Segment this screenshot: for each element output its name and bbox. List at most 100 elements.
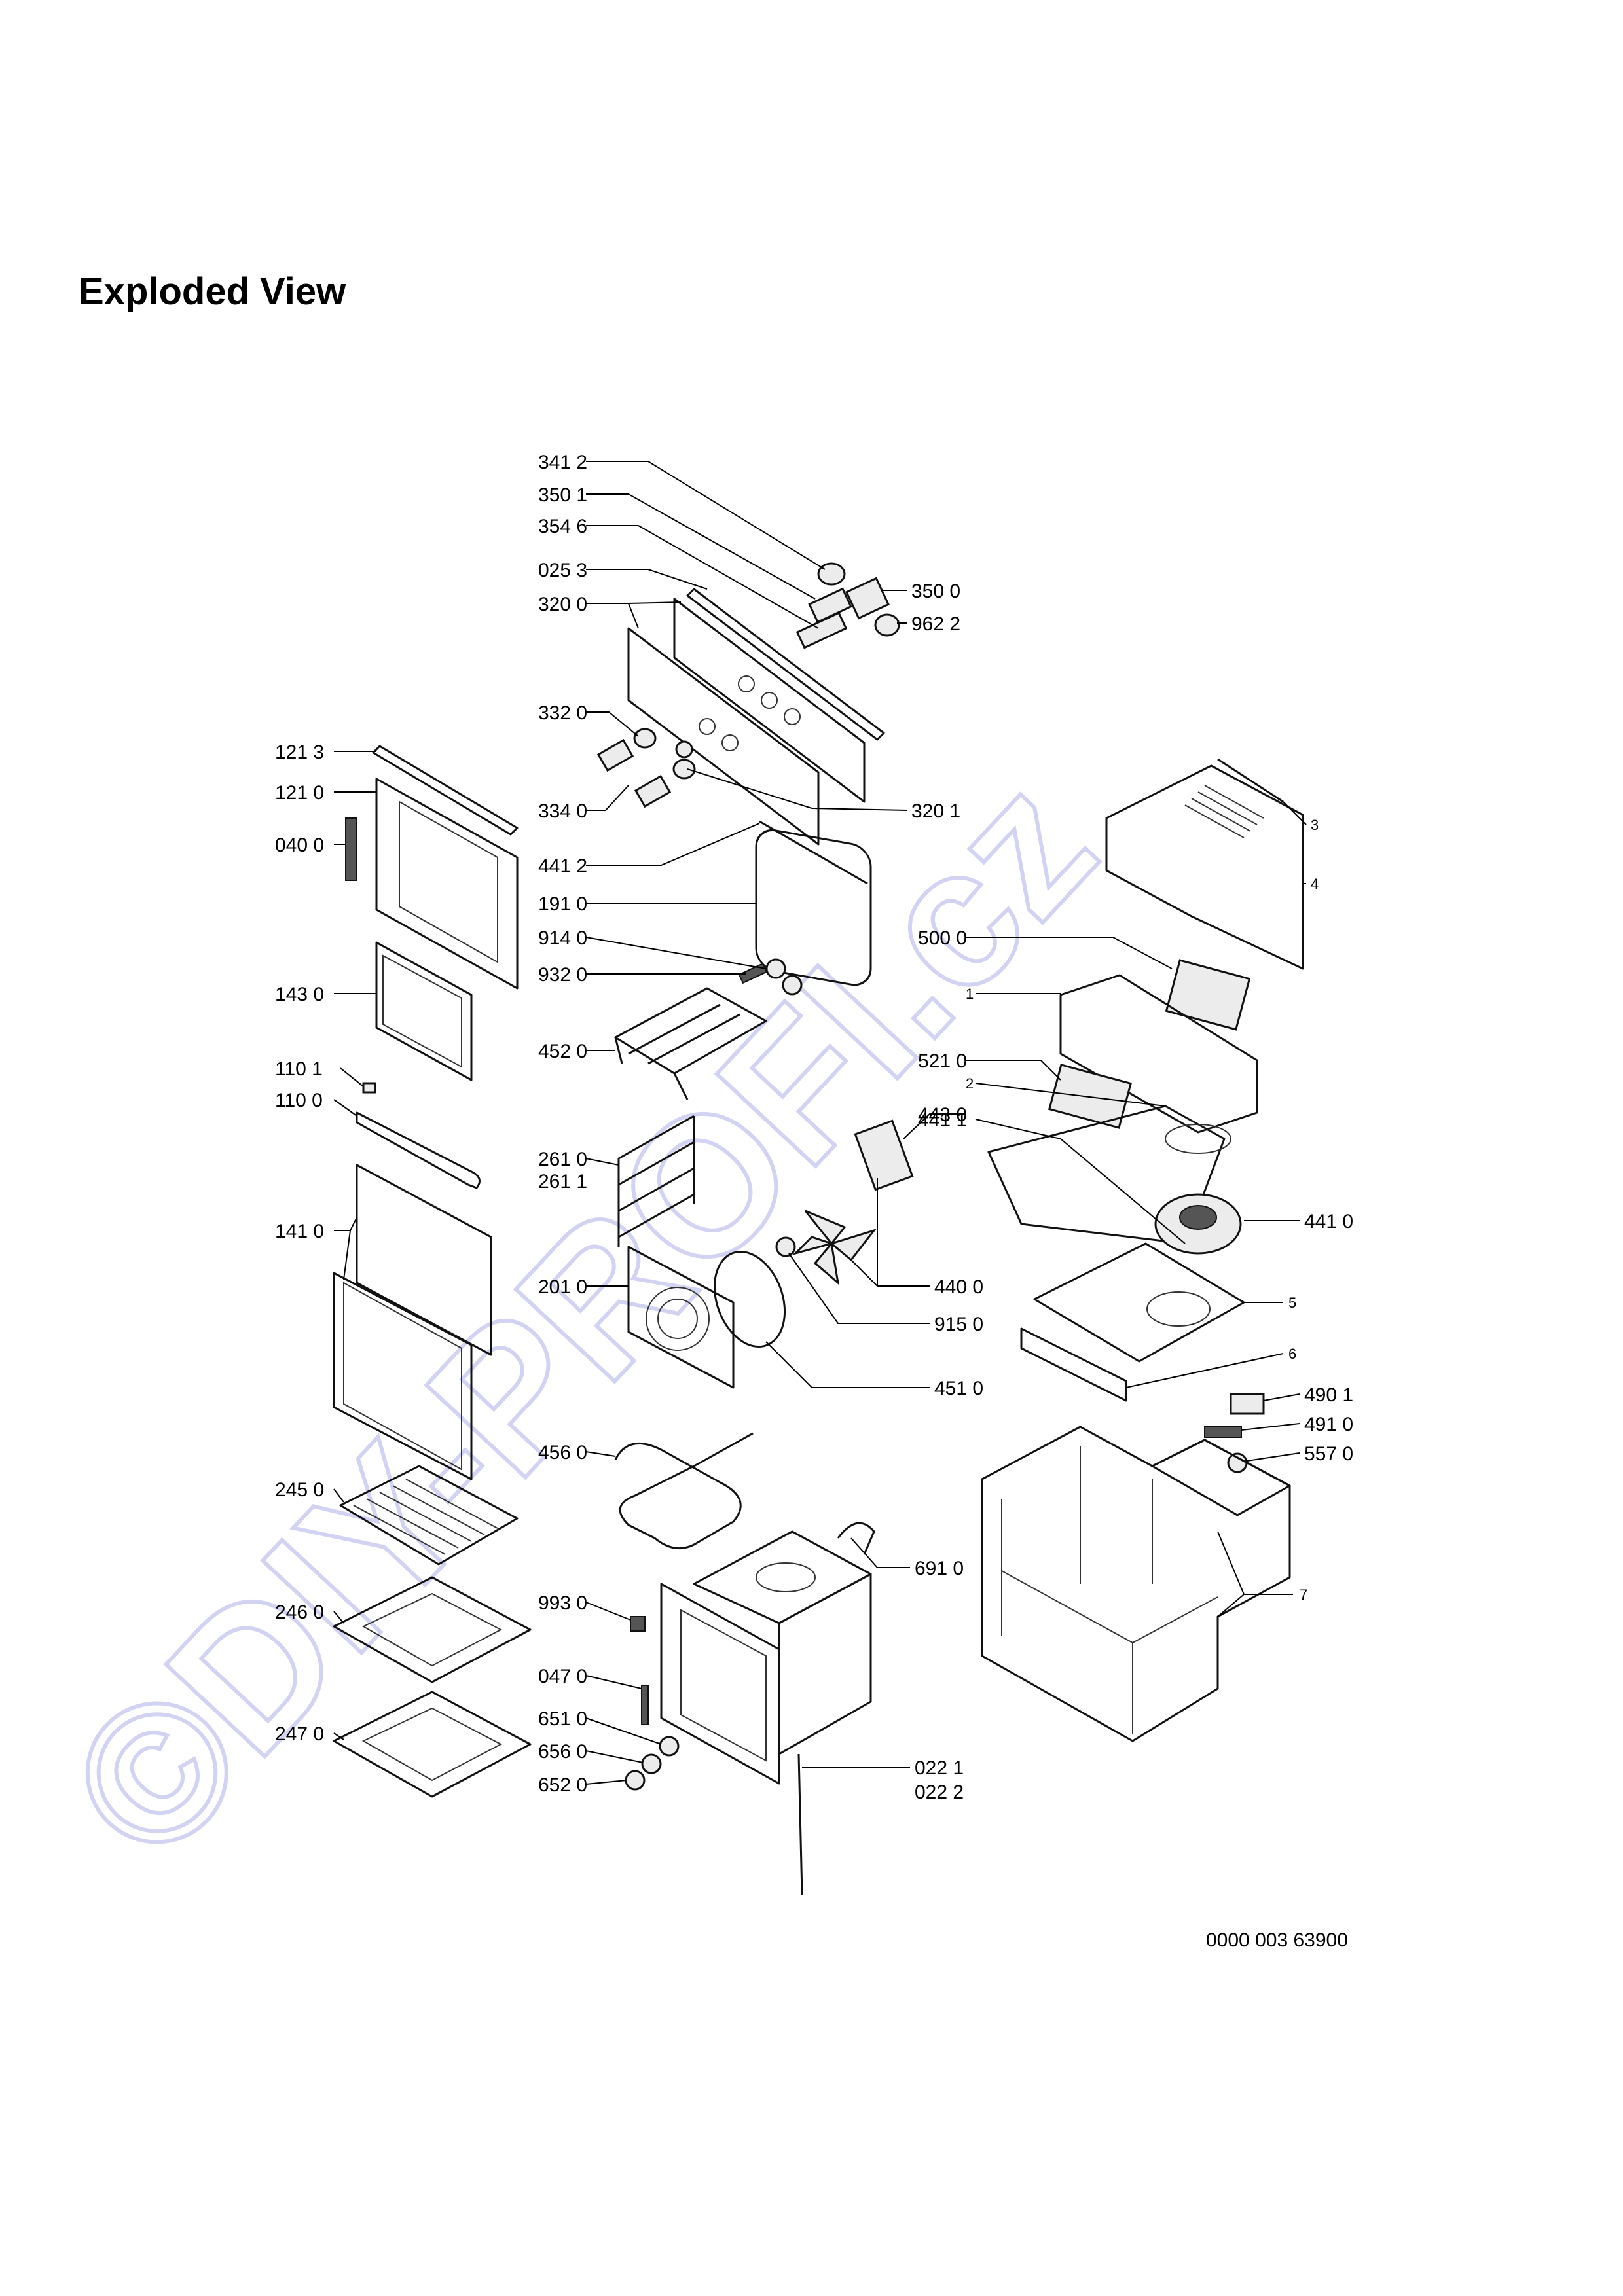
part-141-0-glass <box>356 1164 492 1356</box>
part-040-0 <box>345 817 357 881</box>
part-247-0-inner <box>361 1707 503 1782</box>
leader-047-0 <box>585 1675 642 1689</box>
leader-456-0 <box>585 1451 616 1457</box>
label-456-0: 456 0 <box>538 1442 587 1463</box>
label-443-0: 443 0 <box>918 1104 967 1126</box>
part-334-0 <box>634 774 672 808</box>
label-452-0: 452 0 <box>538 1041 587 1062</box>
leader-441-2 <box>586 823 760 866</box>
label-652-0: 652 0 <box>538 1774 587 1796</box>
leader-246-0 <box>333 1611 344 1624</box>
door-group <box>333 745 519 1480</box>
label-500-0: 500 0 <box>918 927 967 949</box>
part-500-0 <box>1165 959 1251 1031</box>
leader-652-0 <box>585 1780 627 1785</box>
page-title: Exploded View <box>79 270 346 313</box>
document-number: 0000 003 63900 <box>1206 1929 1348 1951</box>
label-121-0: 121 0 <box>275 782 324 804</box>
label-3: 3 <box>1311 817 1319 833</box>
part-452-0 <box>614 987 767 1100</box>
rack-wires <box>353 1479 498 1555</box>
part-143-0 <box>375 941 473 1081</box>
label-557-0: 557 0 <box>1304 1443 1353 1465</box>
label-441-1: 441 1 <box>918 1109 967 1131</box>
part-2-fan-hole <box>1165 1124 1231 1154</box>
part-441-0-core <box>1179 1205 1217 1230</box>
leader-332-0 <box>586 711 639 737</box>
part-332-0-ring <box>633 728 657 749</box>
part-025-3 <box>686 588 885 741</box>
leader-341-2 <box>586 461 826 570</box>
label-354-6: 354 6 <box>538 516 587 537</box>
part-047-0 <box>641 1685 649 1725</box>
label-5: 5 <box>1288 1295 1296 1311</box>
part-110-1 <box>362 1082 376 1094</box>
label-441-0: 441 0 <box>1304 1211 1353 1232</box>
panel-hole <box>761 692 778 709</box>
part-652-0 <box>625 1770 646 1791</box>
label-247-0: 247 0 <box>275 1723 324 1745</box>
part-3 <box>1105 764 1304 970</box>
label-121-3: 121 3 <box>275 742 324 763</box>
leader-025-3 <box>586 569 708 590</box>
part-201-0-fan-grille-inner <box>657 1299 698 1339</box>
part-456-0 <box>614 1432 754 1550</box>
label-245-0: 245 0 <box>275 1479 324 1501</box>
leader-141-0 <box>334 1217 357 1280</box>
leader-490-1 <box>1263 1393 1300 1401</box>
part-354-6 <box>795 611 848 649</box>
leader-7 <box>1217 1531 1293 1617</box>
cavity-group <box>625 1522 875 1895</box>
part-246-0-inner <box>361 1592 503 1667</box>
label-962-2: 962 2 <box>911 613 960 635</box>
leader-441-1 <box>975 1119 1186 1244</box>
part-261-0 <box>617 1115 695 1247</box>
center-group <box>614 820 914 1550</box>
label-491-0: 491 0 <box>1304 1414 1353 1435</box>
label-490-1: 490 1 <box>1304 1384 1353 1406</box>
label-691-0: 691 0 <box>915 1558 964 1579</box>
leader-6 <box>1125 1353 1284 1388</box>
leader-lines <box>333 461 1300 1785</box>
label-332-0: 332 0 <box>538 702 587 724</box>
leader-521-0 <box>966 1060 1061 1081</box>
panel-hole <box>784 708 801 725</box>
part-3-vents <box>1184 785 1264 838</box>
part-5 <box>1033 1242 1245 1363</box>
panel-hole <box>721 734 739 751</box>
label-6: 6 <box>1288 1346 1296 1362</box>
label-651-0: 651 0 <box>538 1708 587 1730</box>
label-2: 2 <box>966 1075 974 1092</box>
part-962-2 <box>874 613 900 637</box>
label-993-0: 993 0 <box>538 1592 587 1614</box>
label-914-0: 914 0 <box>538 927 587 949</box>
leader-320-0-a <box>586 601 682 604</box>
part-350-0 <box>845 577 890 620</box>
label-143-0: 143 0 <box>275 984 324 1005</box>
leader-491-0 <box>1241 1423 1300 1431</box>
part-cavity-front <box>660 1583 780 1785</box>
part-labels: 341 2 350 1 354 6 025 3 320 0 350 0 962 … <box>275 452 1353 1803</box>
right-group <box>981 758 1304 1742</box>
part-932-0 <box>782 975 803 996</box>
label-521-0: 521 0 <box>918 1050 967 1072</box>
part-143-0-glass <box>382 954 462 1068</box>
part-cavity-hole <box>756 1562 816 1592</box>
part-7-frame <box>1001 1446 1218 1734</box>
part-2 <box>987 1105 1226 1245</box>
leader-500-0 <box>966 937 1173 969</box>
part-7 <box>981 1426 1291 1742</box>
part-443-0 <box>854 1119 914 1191</box>
part-201-0-fan-grille <box>646 1287 710 1351</box>
leader-334-0 <box>586 785 629 811</box>
part-915-0 <box>775 1236 796 1257</box>
leader-245-0 <box>333 1488 344 1503</box>
part-691-0 <box>837 1522 875 1555</box>
label-656-0: 656 0 <box>538 1741 587 1763</box>
label-025-3: 025 3 <box>538 560 587 581</box>
label-320-1: 320 1 <box>911 800 960 822</box>
leader-2 <box>975 1083 1166 1107</box>
panel-hole <box>738 675 755 692</box>
label-441-2: 441 2 <box>538 855 587 877</box>
leader-261-0 <box>585 1158 619 1166</box>
